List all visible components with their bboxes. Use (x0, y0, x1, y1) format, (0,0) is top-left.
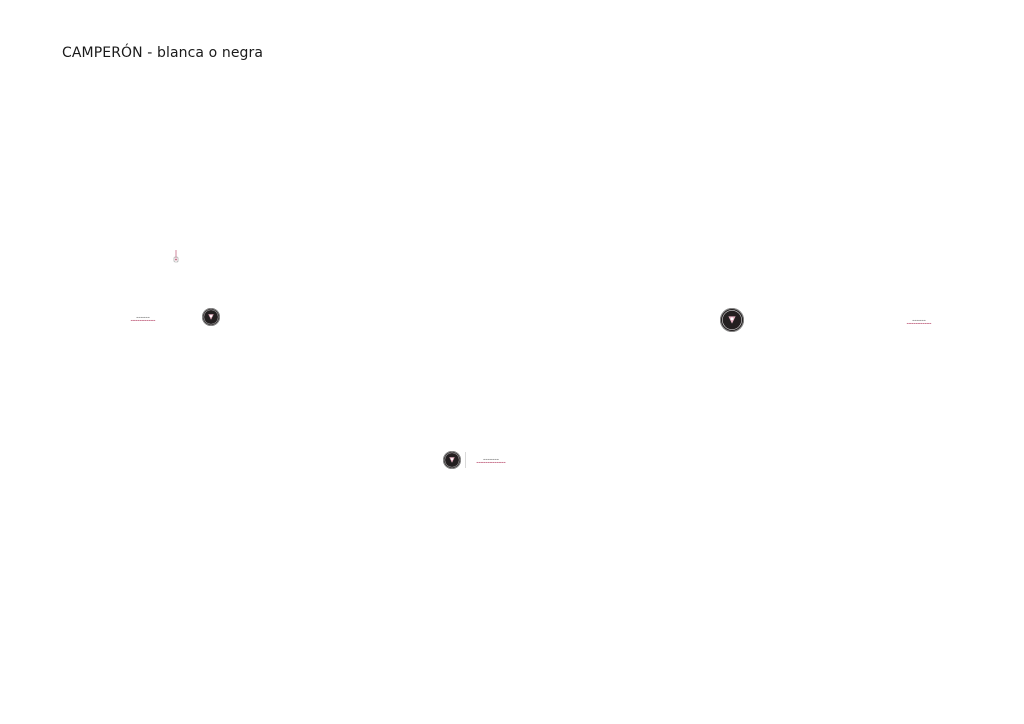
caption-line-1: ▬▬▬▬▬▬ (912, 319, 926, 322)
crest-emblem-icon (443, 451, 461, 469)
caption-line-1: ▬▬▬▬▬▬ (136, 316, 150, 319)
mockup-center: ▬▬▬▬▬▬▬ ▬▬▬▬▬▬▬▬▬▬▬▬▬ (440, 448, 520, 474)
mockup-right: ▬▬▬▬▬▬ ▬▬▬▬▬▬▬▬▬▬▬ (715, 305, 945, 337)
page-title: CAMPERÓN - blanca o negra (62, 45, 264, 61)
hang-tag-icon (173, 250, 179, 264)
crest-emblem-icon (720, 308, 744, 332)
caption-line-1: ▬▬▬▬▬▬▬ (483, 458, 499, 461)
caption-line-2: ▬▬▬▬▬▬▬▬▬▬▬▬▬ (476, 461, 506, 464)
crest-emblem-icon (202, 308, 220, 326)
caption-left: ▬▬▬▬▬▬ ▬▬▬▬▬▬▬▬▬▬▬ (128, 316, 158, 322)
caption-line-2: ▬▬▬▬▬▬▬▬▬▬▬ (130, 319, 156, 322)
caption-right: ▬▬▬▬▬▬ ▬▬▬▬▬▬▬▬▬▬▬ (903, 319, 935, 325)
divider (465, 452, 466, 468)
caption-line-2: ▬▬▬▬▬▬▬▬▬▬▬ (906, 322, 932, 325)
mockup-left: ▬▬▬▬▬▬ ▬▬▬▬▬▬▬▬▬▬▬ (120, 305, 230, 335)
caption-center: ▬▬▬▬▬▬▬ ▬▬▬▬▬▬▬▬▬▬▬▬▬ (471, 458, 511, 464)
